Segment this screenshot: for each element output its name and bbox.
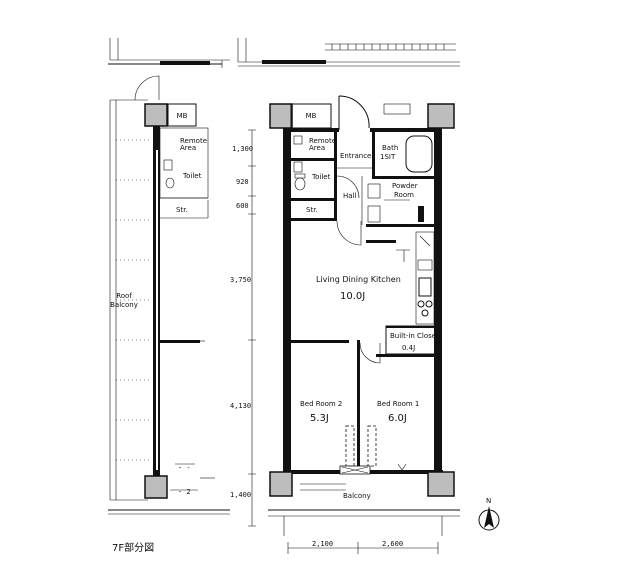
column bbox=[427, 471, 455, 497]
floor-tag: 7F部分図 bbox=[112, 541, 154, 554]
wall-ldk-bed1 bbox=[376, 354, 436, 357]
svg-text:- 2: - 2 bbox=[178, 488, 191, 496]
entrance-door bbox=[338, 95, 370, 130]
bed2-size: 5.3J bbox=[310, 413, 329, 424]
dim-v1: 1,300 bbox=[232, 145, 253, 153]
column bbox=[427, 103, 455, 129]
stove-icon bbox=[417, 300, 425, 308]
mb-box bbox=[167, 103, 197, 127]
dim-h2: 2,600 bbox=[382, 540, 403, 548]
door-swing bbox=[134, 75, 160, 101]
top-window bbox=[262, 60, 326, 64]
dim-h1: 2,100 bbox=[312, 540, 333, 548]
column bbox=[269, 103, 293, 129]
dim-v2: 920 bbox=[236, 178, 249, 186]
toilet-label-left: Toilet bbox=[182, 172, 202, 180]
dim-v6: 1,400 bbox=[230, 491, 251, 499]
dim-v4: 3,750 bbox=[230, 276, 251, 284]
mb-box bbox=[290, 103, 332, 129]
wall-right bbox=[434, 118, 442, 480]
toilet-icon bbox=[294, 177, 306, 191]
wall-top-left bbox=[283, 128, 339, 132]
ldk-label: Living Dining Kitchen bbox=[316, 275, 401, 284]
dim-v3: 600 bbox=[236, 202, 249, 210]
column bbox=[144, 475, 168, 499]
wall-bed2-bed1 bbox=[357, 340, 360, 472]
washbasin-icon bbox=[367, 183, 381, 199]
storage-door-swing bbox=[336, 220, 362, 246]
toilet-door-swing bbox=[336, 175, 360, 199]
bathtub-icon bbox=[405, 135, 433, 173]
north-arrow-icon: N bbox=[478, 497, 500, 531]
kitchen-counter bbox=[415, 231, 435, 325]
hall-label: Hall bbox=[343, 192, 356, 200]
wall-top-right bbox=[370, 128, 438, 132]
column bbox=[144, 103, 168, 127]
built-in-label: Built-in Closet bbox=[390, 332, 439, 340]
mb-label-left: MB bbox=[177, 112, 188, 120]
dim-v5: 4,130 bbox=[230, 402, 251, 410]
wall-ldk-bed2 bbox=[291, 340, 349, 343]
balcony-label: Balcony bbox=[343, 492, 371, 500]
built-in-size: 0.4J bbox=[402, 344, 415, 352]
interior-wall bbox=[160, 340, 200, 343]
closet-bed2 bbox=[345, 425, 355, 467]
bed1-door-swing bbox=[359, 342, 381, 364]
mb-label: MB bbox=[306, 112, 317, 120]
wall-left bbox=[283, 106, 291, 478]
ldk-size: 10.0J bbox=[340, 291, 365, 302]
entrance-label: Entrance bbox=[340, 152, 371, 160]
svg-text:N: N bbox=[486, 497, 491, 505]
storage-label: Str. bbox=[306, 206, 318, 214]
column bbox=[269, 471, 293, 497]
washer-icon bbox=[367, 205, 381, 223]
svg-text:- -: - - bbox=[178, 464, 191, 472]
bed1-label: Bed Room 1 bbox=[377, 400, 419, 408]
storage-label-left: Str. bbox=[176, 206, 188, 214]
sink-icon bbox=[418, 277, 432, 297]
toilet-label: Toilet bbox=[311, 173, 331, 181]
bed2-label: Bed Room 2 bbox=[300, 400, 342, 408]
closet-bed1 bbox=[367, 425, 377, 467]
hall-partition bbox=[366, 240, 396, 243]
top-window bbox=[160, 61, 210, 65]
bed1-size: 6.0J bbox=[388, 413, 407, 424]
